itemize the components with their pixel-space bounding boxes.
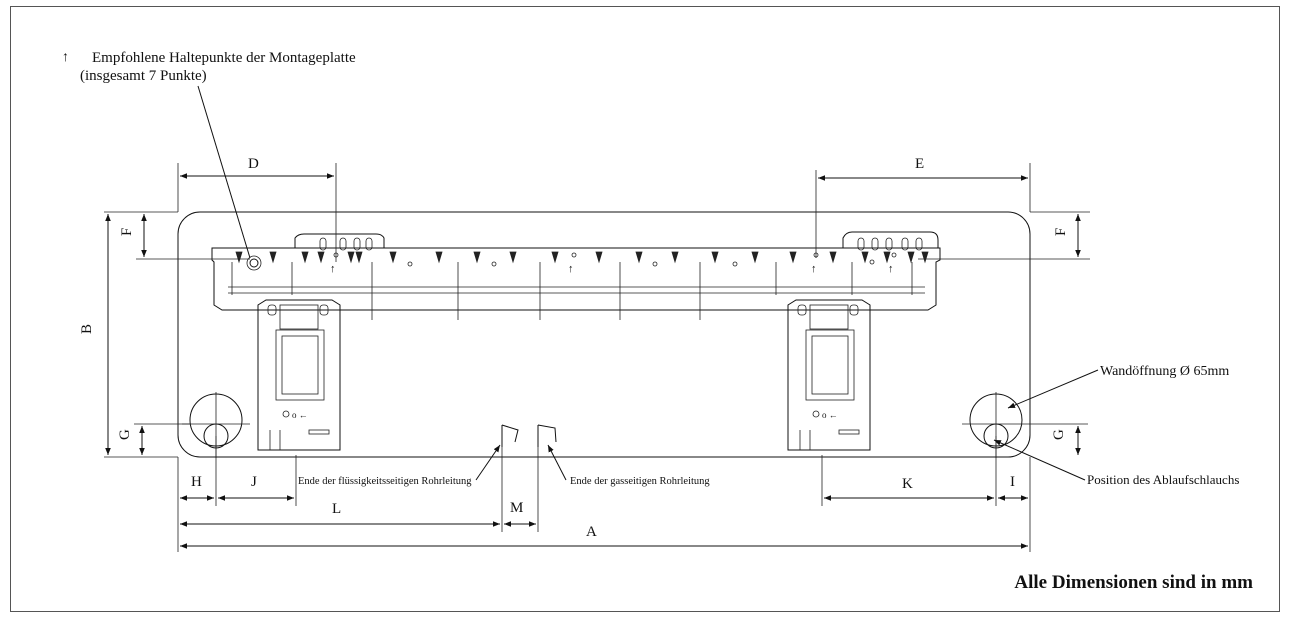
dimension-D: D	[177, 156, 337, 262]
callout-drain-position: Position des Ablaufschlauchs	[993, 439, 1239, 487]
dimension-label-L: L	[332, 501, 341, 517]
indoor-unit-outline	[177, 211, 1031, 458]
units-note: Alle Dimensionen sind in mm	[1014, 572, 1253, 593]
dimension-label-F: F	[1053, 228, 1069, 236]
callout-wall-hole: Wandöffnung Ø 65mm	[1007, 364, 1229, 409]
dimension-L: L	[180, 501, 500, 527]
dimension-F-left: F	[119, 214, 147, 257]
pipe-ends	[501, 424, 557, 447]
hold-point-arrow-icon: ↑	[330, 263, 336, 275]
legend: ↑ Empfohlene Haltepunkte der Montageplat…	[62, 50, 356, 84]
hold-point-arrow-icon: ↑	[888, 263, 894, 275]
dimension-label-G: G	[1051, 429, 1067, 440]
dimension-label-E: E	[915, 156, 924, 172]
dimension-I: I	[998, 474, 1028, 501]
dimension-label-D: D	[248, 156, 259, 172]
svg-text:o ←: o ←	[822, 410, 838, 420]
dimension-label-H: H	[191, 474, 202, 490]
dimension-label-I: I	[1010, 474, 1015, 490]
dimension-F-right: F	[1053, 214, 1081, 257]
dimension-label-A: A	[586, 524, 597, 540]
hold-point-markers: ↑ ↑ ↑ ↑	[330, 263, 894, 275]
dimension-M: M	[504, 500, 536, 527]
dimension-B: B	[79, 214, 178, 458]
hold-point-arrow-icon: ↑	[811, 263, 817, 275]
dimension-label-M: M	[510, 500, 523, 516]
callout-label-liquid-pipe-end: Ende der flüssigkeitsseitigen Rohrleitun…	[298, 476, 472, 487]
dimension-H: H	[180, 474, 214, 501]
dimension-G-right: G	[1051, 426, 1081, 455]
right-bracket: o ←	[787, 299, 871, 451]
legend-line-1: Empfohlene Haltepunkte der Montageplatte	[92, 50, 356, 66]
dimension-label-J: J	[251, 474, 257, 490]
callout-gas-pipe-end: Ende der gasseitigen Rohrleitung	[547, 444, 710, 487]
mounting-plate	[211, 231, 941, 320]
dimension-A: A	[180, 524, 1028, 549]
upper-plate-slots	[319, 237, 923, 251]
dimension-label-B: B	[79, 324, 95, 334]
dimension-label-F: F	[119, 228, 135, 236]
dimension-E: E	[815, 156, 1031, 258]
dimension-J: J	[218, 474, 294, 501]
legend-arrow-icon: ↑	[62, 50, 69, 65]
left-bracket: o ←	[257, 299, 341, 451]
drawing-frame	[10, 6, 1280, 612]
legend-leader-line	[197, 85, 251, 259]
plate-hooks	[235, 251, 929, 264]
dimension-K: K	[824, 476, 994, 501]
callout-label-gas-pipe-end: Ende der gasseitigen Rohrleitung	[570, 476, 710, 487]
hold-point-arrow-icon: ↑	[568, 263, 574, 275]
dimension-label-K: K	[902, 476, 913, 492]
callout-label-drain-position: Position des Ablaufschlauchs	[1087, 472, 1239, 487]
dimension-G-left: G	[117, 426, 145, 455]
svg-text:o ←: o ←	[292, 410, 308, 420]
legend-line-2: (insgesamt 7 Punkte)	[80, 68, 207, 84]
callout-liquid-pipe-end: Ende der flüssigkeitsseitigen Rohrleitun…	[298, 444, 501, 487]
dimension-label-G: G	[117, 429, 133, 440]
callout-label-wall-hole: Wandöffnung Ø 65mm	[1100, 364, 1229, 379]
